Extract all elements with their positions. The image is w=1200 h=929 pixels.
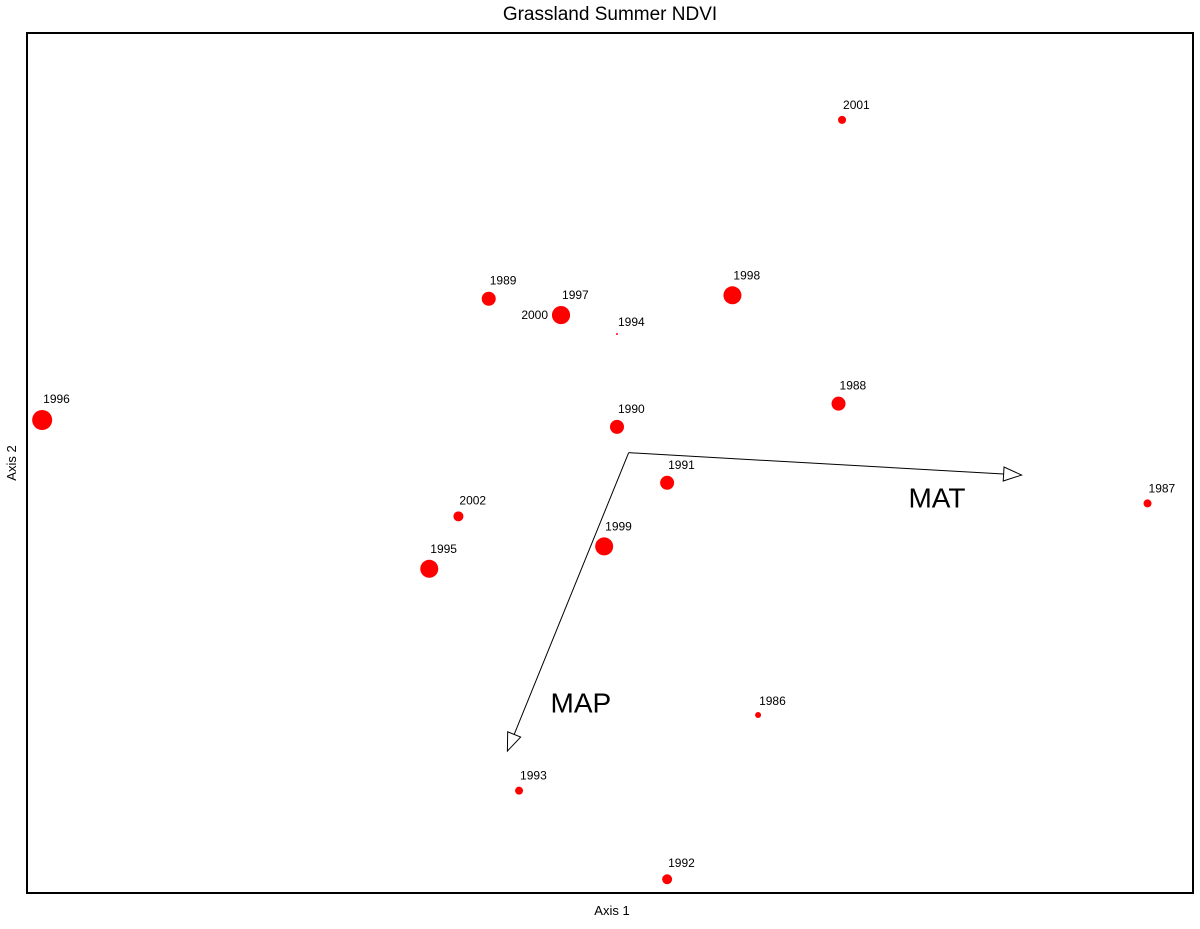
- x-axis-label: Axis 1: [594, 903, 629, 918]
- point-label-2000: 2000: [521, 308, 548, 322]
- data-point-2002: [453, 511, 464, 522]
- vector-arrowhead-mat: [1002, 466, 1023, 482]
- data-point-1998: [723, 286, 742, 305]
- data-point-1994: [615, 333, 618, 335]
- point-label-1996: 1996: [43, 392, 70, 406]
- data-point-1987: [1143, 499, 1152, 508]
- point-label-1998: 1998: [733, 268, 760, 282]
- point-label-1991: 1991: [668, 458, 695, 472]
- point-label-1999: 1999: [605, 519, 632, 533]
- point-label-1994: 1994: [618, 315, 645, 329]
- point-label-2001: 2001: [843, 98, 870, 112]
- point-label-1988: 1988: [840, 379, 867, 393]
- point-label-1990: 1990: [618, 402, 645, 416]
- data-point-1992: [662, 874, 673, 885]
- data-point-1989: [481, 291, 496, 306]
- data-point-2000: [552, 306, 571, 325]
- data-point-1988: [831, 396, 846, 411]
- vector-line-map: [513, 452, 630, 735]
- point-label-2002: 2002: [459, 493, 486, 507]
- point-label-1989: 1989: [490, 274, 517, 288]
- vectors-layer: MAT MAP: [506, 452, 1023, 753]
- data-point-1995: [420, 559, 439, 578]
- vector-arrowhead-map: [506, 731, 522, 753]
- point-label-1992: 1992: [668, 856, 695, 870]
- points-layer: 2001 1989 1997 2000 1994 1998 1996 1988 1990 1991…: [32, 98, 1176, 885]
- point-label-1995: 1995: [430, 542, 457, 556]
- data-point-1993: [515, 786, 524, 795]
- y-axis-label: Axis 2: [4, 445, 19, 480]
- data-point-1991: [660, 475, 675, 490]
- chart-title: Grassland Summer NDVI: [503, 4, 717, 25]
- plot-frame: [26, 32, 1194, 894]
- vector-label-mat: MAT: [908, 483, 965, 514]
- data-point-1990: [609, 419, 624, 434]
- point-label-1993: 1993: [520, 769, 547, 783]
- point-label-1987: 1987: [1149, 481, 1176, 495]
- data-point-2001: [838, 115, 847, 124]
- data-point-1986: [755, 711, 762, 718]
- data-point-1996: [32, 410, 53, 430]
- data-point-1999: [595, 537, 614, 556]
- point-label-1986: 1986: [759, 694, 786, 708]
- vector-line-mat: [628, 452, 1004, 475]
- point-label-1997: 1997: [562, 288, 589, 302]
- vector-label-map: MAP: [551, 687, 612, 718]
